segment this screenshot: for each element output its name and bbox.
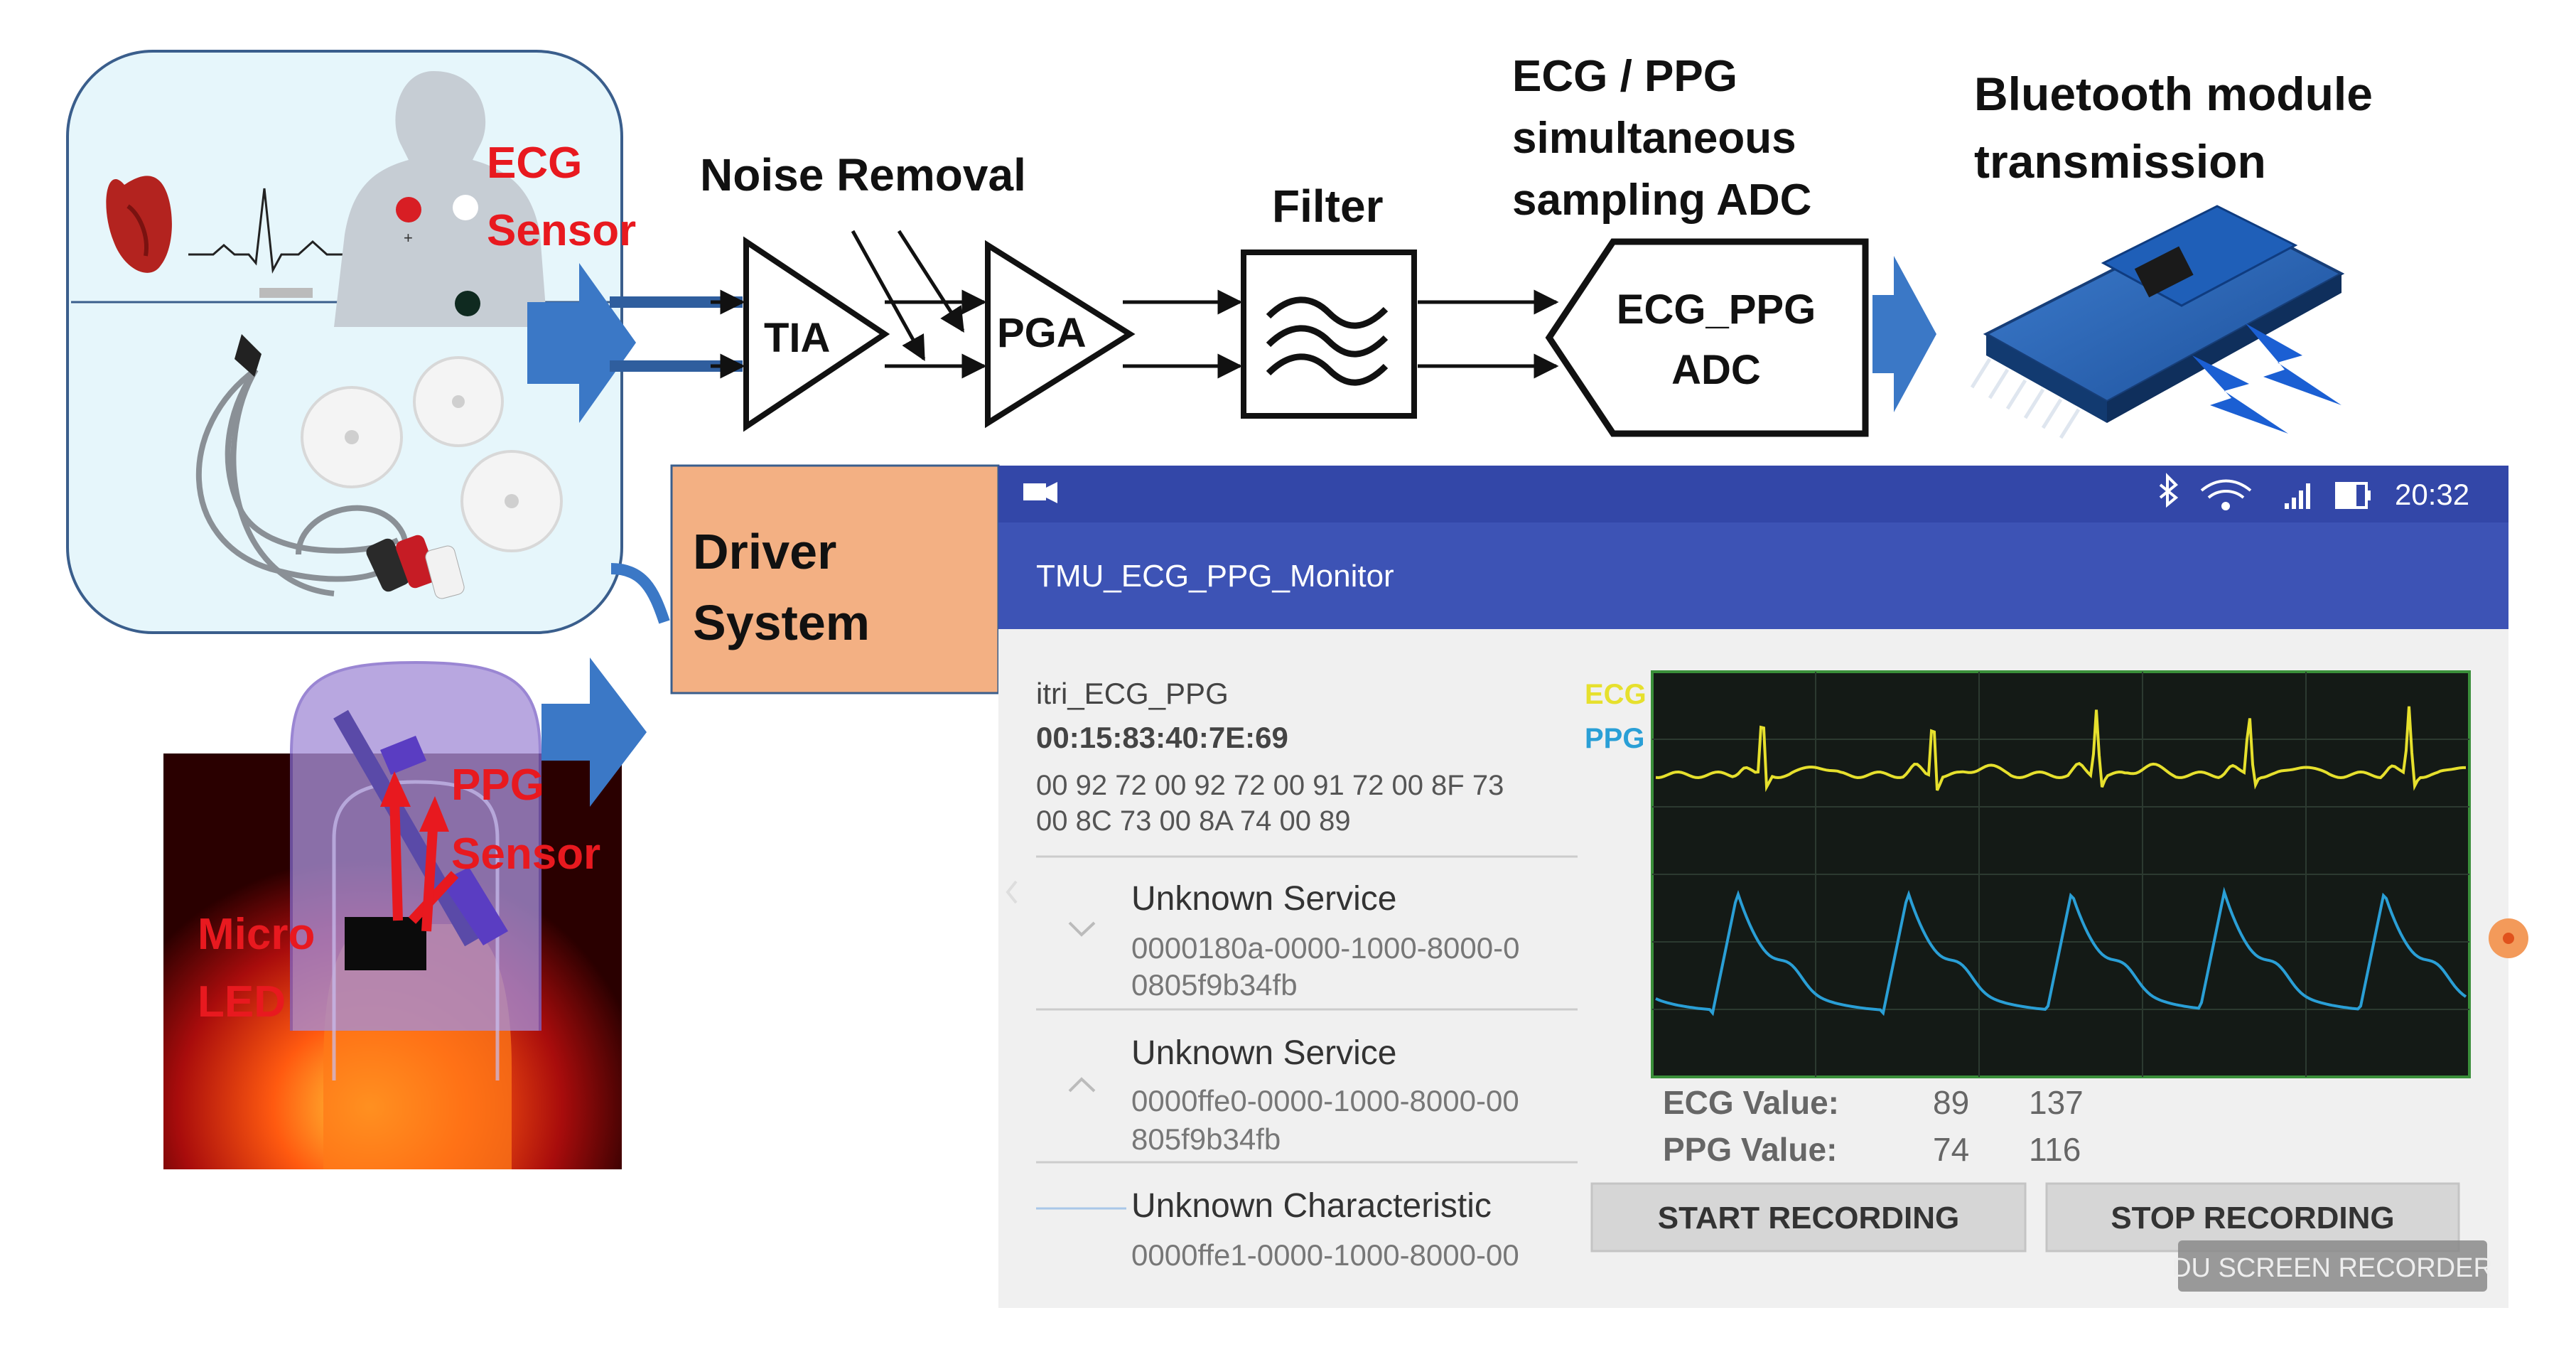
adc-label-line1: ECG_PPG — [1617, 286, 1816, 333]
signal-chain — [610, 230, 1559, 379]
stop-recording-label: STOP RECORDING — [2111, 1201, 2394, 1235]
ppg-light-arrows — [389, 795, 459, 932]
status-bar — [998, 466, 2508, 522]
service-item[interactable]: Unknown Service 0000180a-0000-1000-8000-… — [1068, 880, 1519, 1002]
camera-icon — [1023, 483, 1046, 500]
tia-block: TIA — [743, 236, 890, 432]
ppg-to-driver-arrow — [541, 658, 647, 807]
device-address: 00:15:83:40:7E:69 — [1036, 721, 1288, 754]
adc-to-bluetooth-arrow — [1872, 256, 1936, 412]
tia-label: TIA — [764, 315, 830, 361]
signal-icon — [2285, 483, 2310, 509]
bluetooth-title-line2: transmission — [1974, 135, 2266, 188]
chevron-down-icon[interactable] — [1068, 921, 1096, 937]
ecg-lead-cable — [195, 367, 409, 596]
adc-title-line2: simultaneous — [1512, 114, 1796, 163]
hex-data-line1: 00 92 72 00 92 72 00 91 72 00 8F 73 — [1036, 770, 1504, 801]
pga-label: PGA — [997, 310, 1087, 356]
characteristic-item[interactable]: Unknown Characteristic 0000ffe1-0000-100… — [1036, 1187, 1519, 1272]
ppg-trace — [1655, 886, 2467, 1017]
driver-label-line1: Driver — [693, 524, 836, 579]
adc-title-line1: ECG / PPG — [1512, 52, 1737, 101]
start-recording-label: START RECORDING — [1658, 1201, 1960, 1235]
ecg-sensor-label-line2: Sensor — [487, 206, 636, 255]
service-item[interactable]: Unknown Service 0000ffe0-0000-1000-8000-… — [1068, 1034, 1519, 1156]
pager-left-icon[interactable] — [1006, 880, 1018, 904]
ppg-sensor-panel: PPG Sensor Micro LED — [163, 660, 622, 1169]
bluetooth-title-line1: Bluetooth module — [1974, 68, 2373, 120]
app-title: TMU_ECG_PPG_Monitor — [1036, 559, 1394, 594]
service-uuid-line2: 0805f9b34fb — [1131, 968, 1298, 1002]
ecg-trace — [1655, 706, 2466, 793]
chevron-up-icon[interactable] — [1068, 1077, 1096, 1093]
bluetooth-module-icon — [1970, 205, 2345, 439]
ecg-value-1: 89 — [1933, 1084, 1969, 1121]
electrode-pads — [301, 356, 563, 552]
torso-icon — [334, 71, 547, 327]
characteristic-title: Unknown Characteristic — [1131, 1187, 1492, 1225]
app-toolbar — [998, 522, 2508, 629]
characteristic-uuid: 0000ffe1-0000-1000-8000-00 — [1131, 1238, 1519, 1272]
ecg-sensor-label-line1: ECG — [487, 139, 582, 188]
filter-title: Filter — [1272, 181, 1383, 232]
start-recording-button[interactable]: START RECORDING — [1590, 1182, 2027, 1253]
adc-title-line3: sampling ADC — [1512, 176, 1811, 225]
pga-block: PGA — [985, 240, 1136, 429]
filter-wave-icon — [1266, 296, 1389, 386]
ecg-waveform-icon — [188, 188, 348, 274]
micro-led-label-line1: Micro — [198, 910, 315, 959]
battery-icon — [2335, 482, 2371, 509]
ecg-to-tia-arrow — [527, 263, 636, 423]
stop-recording-button[interactable]: STOP RECORDING — [2045, 1182, 2460, 1253]
ecg-sensor-panel: + ECG Sensor — [66, 50, 636, 634]
service-title: Unknown Service — [1131, 880, 1397, 918]
ecg-value-label: ECG Value: — [1663, 1084, 1839, 1121]
status-time: 20:32 — [2395, 478, 2469, 511]
filter-block — [1241, 250, 1417, 419]
bluetooth-icon — [2159, 473, 2179, 508]
phone-app-screenshot: 20:32 TMU_ECG_PPG_Monitor itri_ECG_PPG 0… — [998, 466, 2528, 1308]
wifi-icon — [2200, 479, 2252, 510]
ecg-value-2: 137 — [2029, 1084, 2084, 1121]
ppg-sensor-label-line1: PPG — [451, 761, 544, 810]
driver-system-box: Driver System — [670, 464, 1000, 694]
adc-block: ECG_PPG ADC — [1545, 238, 1869, 437]
ppg-value-label: PPG Value: — [1663, 1131, 1837, 1168]
ppg-sensor-label-line2: Sensor — [451, 830, 600, 879]
micro-led-label-line2: LED — [198, 977, 286, 1026]
adc-label-line2: ADC — [1671, 347, 1761, 393]
service-uuid-line1: 0000180a-0000-1000-8000-0 — [1131, 931, 1519, 965]
heart-icon — [106, 176, 172, 273]
service-uuid-line1: 0000ffe0-0000-1000-8000-00 — [1131, 1084, 1519, 1117]
screen-recorder-watermark: DU SCREEN RECORDER — [2172, 1240, 2493, 1292]
hex-data-line2: 00 8C 73 00 8A 74 00 89 — [1036, 805, 1351, 837]
legend-ecg: ECG — [1585, 679, 1647, 710]
watermark-text: DU SCREEN RECORDER — [2172, 1253, 2493, 1283]
device-name: itri_ECG_PPG — [1036, 677, 1229, 710]
legend-ppg: PPG — [1585, 723, 1644, 754]
noise-removal-title: Noise Removal — [700, 149, 1026, 200]
micro-led-chip — [345, 917, 426, 970]
service-title: Unknown Service — [1131, 1034, 1397, 1072]
svg-text:+: + — [404, 229, 413, 247]
service-uuid-line2: 805f9b34fb — [1131, 1122, 1281, 1156]
sensor-to-driver-connector — [610, 563, 670, 624]
driver-label-line2: System — [693, 595, 870, 650]
ppg-value-2: 116 — [2029, 1131, 2081, 1168]
lead-clips — [366, 535, 465, 599]
ppg-value-1: 74 — [1933, 1131, 1969, 1168]
plot-grid — [1652, 672, 2469, 1077]
